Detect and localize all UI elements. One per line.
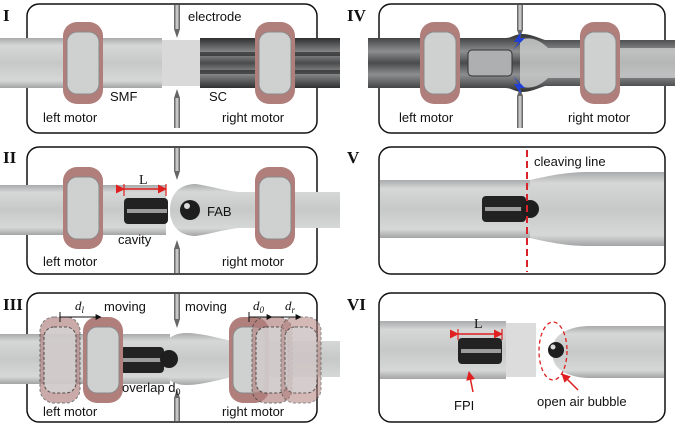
electrode-bottom — [174, 389, 180, 421]
electrode-bottom — [517, 88, 523, 128]
left-motor-label: left motor — [399, 110, 454, 125]
sc-gap-band — [162, 40, 200, 86]
d0-label: d0 — [253, 298, 265, 315]
cavity-tube-highlight — [485, 207, 525, 211]
fab-bubble — [180, 200, 200, 220]
spark-icon — [513, 32, 525, 50]
fpi-label: FPI — [454, 398, 474, 413]
panel-numeral: I — [3, 6, 10, 25]
fab-bubble — [521, 200, 539, 218]
left-motor-label: left motor — [43, 110, 98, 125]
panel-6: VI L FPI open air bubble — [347, 292, 666, 423]
dl-label: dl — [75, 298, 85, 315]
fab-bubble — [160, 350, 178, 368]
moving-left-label: moving — [104, 299, 146, 314]
dr-label: dr — [285, 298, 296, 315]
panel-numeral: V — [347, 148, 360, 167]
spark-icon — [513, 76, 525, 94]
cleaving-line-label: cleaving line — [534, 154, 606, 169]
cavity-tube — [467, 49, 513, 77]
right-motor-label: right motor — [222, 110, 285, 125]
left-motor-label: left motor — [43, 404, 98, 419]
cavity-tube-highlight — [127, 209, 167, 213]
cavity-label: cavity — [118, 232, 152, 247]
right-motor-ghost — [280, 316, 322, 404]
electrode-top — [174, 294, 180, 328]
bubble-highlight-ring — [538, 321, 568, 381]
bubble-pointer — [561, 373, 579, 391]
open-air-bubble-highlight — [550, 344, 556, 350]
left-motor-label: left motor — [43, 254, 98, 269]
left-motor-clamp — [63, 22, 103, 104]
panel-numeral: II — [3, 148, 17, 167]
length-label: L — [474, 317, 483, 332]
fpi-pointer — [466, 371, 476, 393]
overlap-label: overlap d0 — [122, 380, 181, 397]
electrode-top — [174, 148, 180, 180]
left-motor-ghost — [39, 316, 81, 404]
panel-1: I electrode SMF SC left motor right moto… — [0, 3, 340, 134]
panel-4: IV left motor right motor — [347, 3, 675, 134]
right-motor-clamp — [255, 167, 295, 249]
left-motor-clamp — [83, 317, 123, 403]
fab-highlight — [184, 203, 190, 209]
right-motor-clamp — [580, 22, 620, 104]
open-air-bubble — [548, 342, 564, 358]
right-motor-label: right motor — [222, 404, 285, 419]
right-fiber-stub — [506, 323, 536, 377]
panel-numeral: III — [3, 295, 23, 314]
fab-label: FAB — [207, 204, 232, 219]
bubble-label: open air bubble — [537, 394, 627, 409]
cavity-tube-highlight — [123, 358, 163, 362]
electrode-bottom — [174, 240, 180, 273]
panel-numeral: IV — [347, 6, 367, 25]
fpi-tube-highlight — [461, 349, 501, 353]
electrode-top — [174, 5, 180, 38]
fab-fiber — [552, 326, 664, 378]
sc-label: SC — [209, 89, 227, 104]
right-motor-label: right motor — [568, 110, 631, 125]
panel-5: V cleaving line — [347, 146, 666, 275]
left-motor-clamp — [420, 22, 460, 104]
panel-2: II L FAB cavity left motor right motor — [0, 146, 340, 275]
moving-right-label: moving — [185, 299, 227, 314]
panel-numeral: VI — [347, 295, 366, 314]
left-motor-clamp — [63, 167, 103, 249]
right-motor-clamp — [255, 22, 295, 104]
right-motor-label: right motor — [222, 254, 285, 269]
electrode-label: electrode — [188, 9, 241, 24]
panel-3: III — [0, 292, 340, 423]
smf-label: SMF — [110, 89, 138, 104]
fab-fiber — [530, 172, 664, 246]
length-label: L — [139, 173, 148, 188]
electrode-bottom — [174, 89, 180, 128]
